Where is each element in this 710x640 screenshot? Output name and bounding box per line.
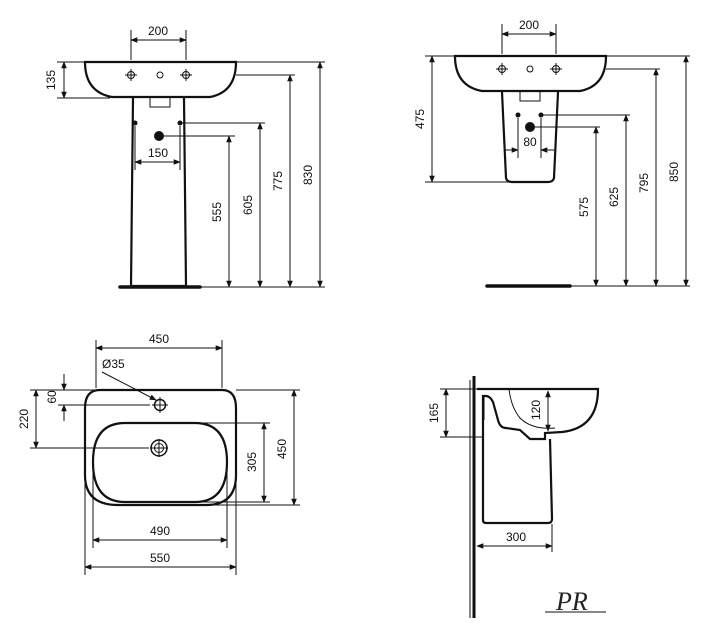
- dim-550: 550: [150, 551, 170, 565]
- semi-pedestal-front-view: 200 475 80 575 625 795 850: [413, 18, 690, 288]
- dim-830: 830: [301, 165, 315, 185]
- basin-outline: [83, 60, 238, 99]
- dim-120: 120: [529, 400, 543, 420]
- dim-80: 80: [523, 135, 537, 149]
- dim-150: 150: [148, 146, 168, 160]
- dim-450-top: 450: [149, 332, 169, 346]
- semi-pedestal: [500, 91, 560, 184]
- basin-side-profile: [477, 387, 600, 441]
- logo: PR: [545, 587, 606, 616]
- dim-60: 60: [45, 390, 59, 404]
- dim-475: 475: [413, 109, 427, 129]
- dim-165: 165: [427, 403, 441, 423]
- dim-555: 555: [210, 202, 224, 222]
- dim-220: 220: [17, 409, 31, 429]
- dim-490: 490: [150, 524, 170, 538]
- dim-850: 850: [667, 162, 681, 182]
- waste-outlet: [154, 131, 164, 141]
- tap-holes: [125, 69, 192, 81]
- dim-625: 625: [607, 187, 621, 207]
- dim-605: 605: [241, 195, 255, 215]
- semi-pedestal-side: [481, 437, 554, 525]
- tap-holes-2: [496, 63, 562, 75]
- dim-450-right: 450: [275, 439, 289, 459]
- basin-outline-2: [453, 54, 608, 93]
- top-view: 450 Ø35 60 220 305 450 490 550: [17, 332, 300, 575]
- dim-200: 200: [148, 24, 168, 38]
- dim-575: 575: [577, 197, 591, 217]
- pedestal: [129, 97, 188, 288]
- dim-775: 775: [271, 171, 285, 191]
- waste-outlet-2: [525, 122, 535, 132]
- logo-text: PR: [555, 587, 588, 616]
- pedestal-front-view: 200 135 150 555 605 775 830: [44, 24, 325, 289]
- side-view: 165 120 300: [427, 376, 600, 618]
- dim-305: 305: [245, 452, 259, 472]
- dim-135: 135: [44, 70, 58, 90]
- dim-300: 300: [506, 530, 526, 544]
- dim-795: 795: [637, 173, 651, 193]
- dim-tap-diameter: Ø35: [102, 357, 125, 371]
- bowl-outline: [91, 421, 229, 504]
- dim-200-2: 200: [519, 18, 539, 32]
